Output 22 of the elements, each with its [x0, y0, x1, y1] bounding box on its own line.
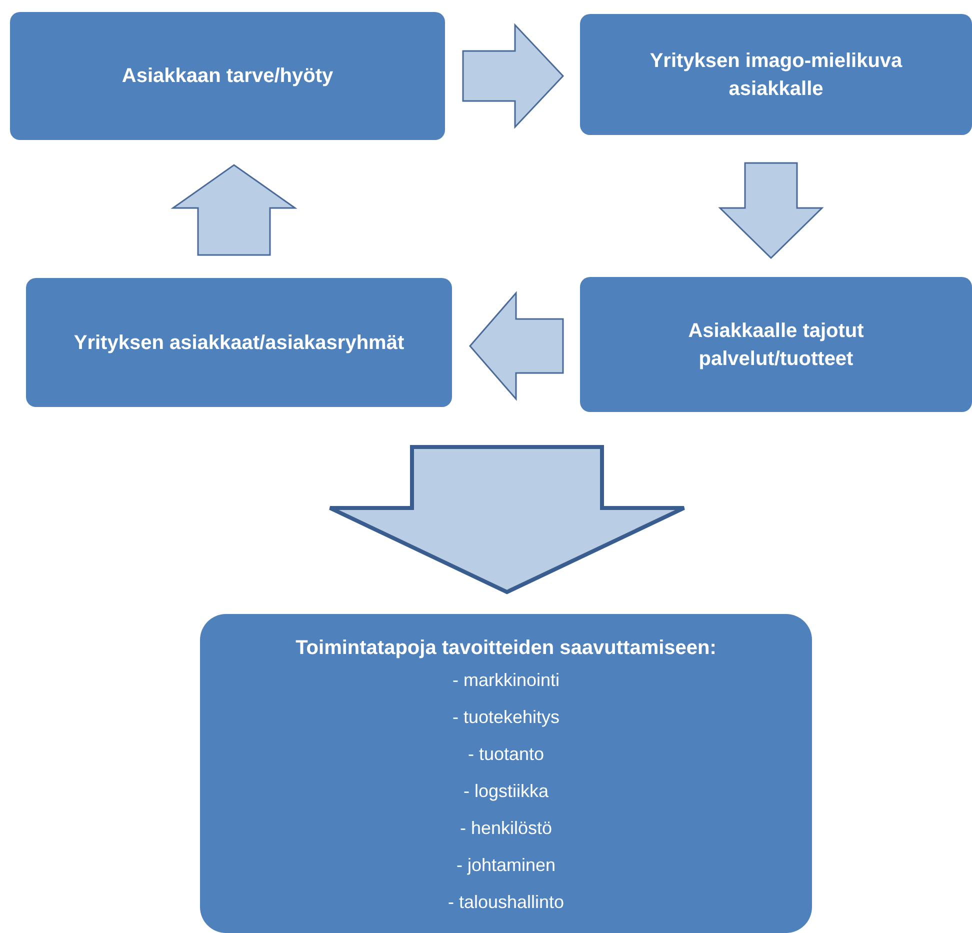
list-item: - henkilöstö: [460, 817, 552, 840]
block-arrow: [469, 291, 564, 401]
list-item: - markkinointi: [452, 669, 560, 692]
block-arrow: [328, 445, 686, 594]
box-heading: Asiakkaalle tajotut palvelut/tuotteet: [687, 318, 865, 372]
process-box: [580, 277, 972, 412]
list-item: - logstiikka: [463, 780, 549, 803]
list-item: - taloushallinto: [448, 891, 564, 914]
block-arrow: [462, 23, 564, 129]
box-heading: Yrityksen imago-mielikuva asiakkalle: [648, 48, 904, 102]
box-heading: Toimintatapoja tavoitteiden saavuttamiseen:: [296, 636, 716, 661]
box-heading: Yrityksen asiakkaat/asiakasryhmät: [74, 330, 404, 356]
block-arrow: [718, 162, 824, 260]
process-box: [580, 14, 972, 135]
list-item: - tuotanto: [468, 743, 544, 766]
process-box: [10, 12, 445, 140]
block-arrow: [170, 164, 298, 256]
box-heading: Asiakkaan tarve/hyöty: [122, 64, 334, 89]
list-item: - tuotekehitys: [452, 706, 560, 729]
process-box: [200, 614, 812, 933]
list-item: - johtaminen: [456, 854, 556, 877]
process-box: [26, 278, 452, 407]
